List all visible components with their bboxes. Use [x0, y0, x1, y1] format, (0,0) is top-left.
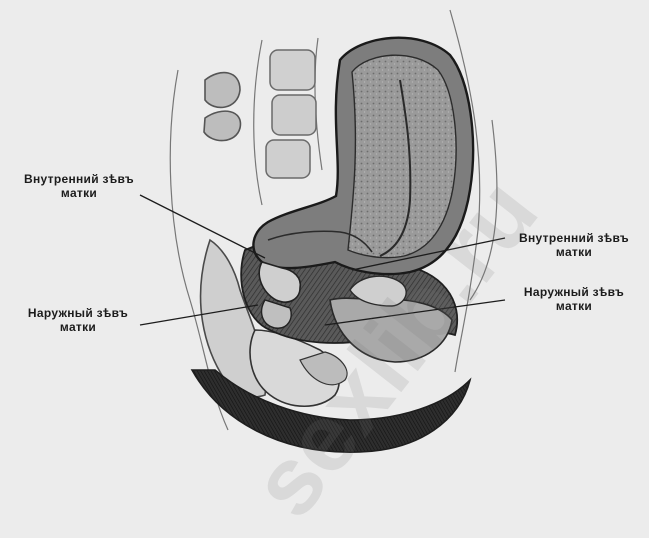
label-line: Внутренний зѣвъ — [4, 172, 154, 186]
label-external-os-left: Наружный зѣвъ матки — [8, 306, 148, 334]
label-line: матки — [4, 186, 154, 200]
label-external-os-right: Наружный зѣвъ матки — [500, 285, 648, 313]
label-line: матки — [500, 245, 648, 259]
label-internal-os-right: Внутренний зѣвъ матки — [500, 231, 648, 259]
label-line: Наружный зѣвъ — [8, 306, 148, 320]
vertebrae — [204, 50, 316, 178]
label-line: матки — [500, 299, 648, 313]
label-line: Внутренний зѣвъ — [500, 231, 648, 245]
label-line: матки — [8, 320, 148, 334]
label-internal-os-left: Внутренний зѣвъ матки — [4, 172, 154, 200]
label-line: Наружный зѣвъ — [500, 285, 648, 299]
